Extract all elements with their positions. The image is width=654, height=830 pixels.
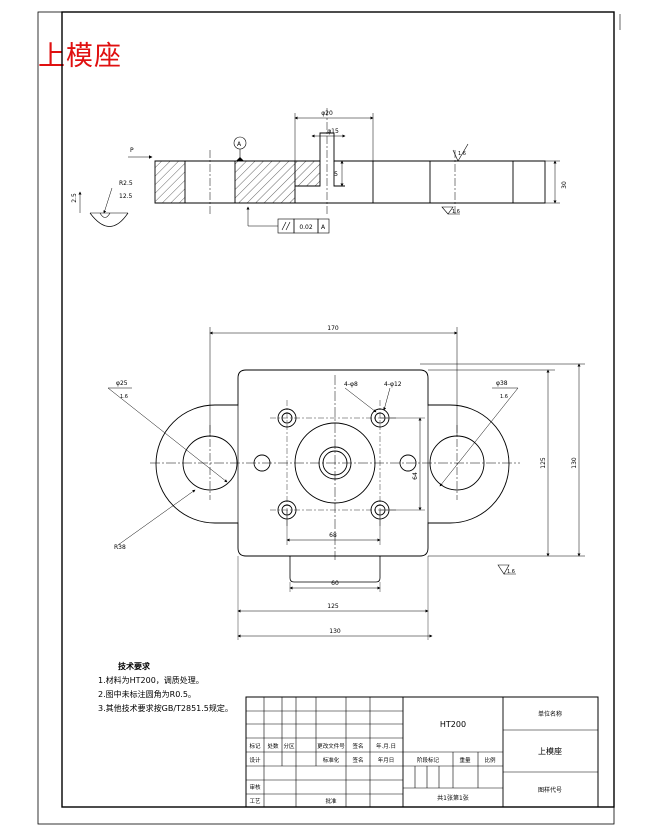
dim-dia25: φ25: [116, 380, 128, 387]
dim-30: 30: [561, 181, 568, 189]
tb-part-name: 上模座: [538, 746, 562, 756]
dim-130-bottom: 130: [329, 628, 341, 635]
dim-5: 5: [334, 171, 338, 178]
leader-4dia8: [344, 387, 377, 413]
tb-h-design: 设计: [249, 756, 261, 764]
dim-groove-radius: R2.5: [119, 180, 133, 187]
leader-dia38: [439, 387, 519, 487]
tb-h-mark: 标记: [249, 742, 261, 750]
tb-h-process: 工艺: [249, 798, 261, 805]
dim-125-bottom: 125: [327, 603, 339, 610]
tech-title: 技术要求: [118, 662, 150, 671]
dim-dia38-rough: 1.6: [500, 394, 508, 400]
roughness-top: 1.6: [458, 151, 466, 157]
tech-item-1: 1.材料为HT200，调质处理。: [98, 676, 204, 685]
dim-dia20: φ20: [321, 110, 333, 117]
tb-h-change-doc: 更改文件号: [317, 742, 345, 750]
section-hatch-left: [155, 161, 185, 203]
roughness-bottom: 1.6: [452, 209, 460, 215]
tb-h-approve: 批准: [325, 797, 337, 805]
tb-h-date: 年.月.日: [376, 742, 396, 750]
dim-dia25-rough: 1.6: [120, 394, 128, 400]
tech-item-3: 3.其他技术要求按GB/T2851.5规定。: [98, 704, 233, 713]
tb-h-sign2: 签名: [352, 756, 363, 764]
tb-h-zone: 分区: [283, 742, 295, 750]
leader-4dia12: [383, 387, 391, 411]
tech-item-2: 2.图中未标注圆角为R0.5。: [98, 690, 196, 699]
plan-roughness: 1.6: [507, 569, 515, 575]
section-hatch-mid: [235, 161, 295, 203]
bottom-lug: [289, 556, 381, 583]
title-block: [245, 696, 599, 808]
tb-unit-name: 单位名称: [538, 710, 562, 718]
dim-68: 68: [329, 532, 337, 539]
section-outline: [154, 132, 546, 204]
tolerance-value: 0.02: [299, 224, 313, 231]
section-view: [78, 108, 560, 234]
dim-64: 64: [412, 472, 419, 480]
tb-h-standard: 标准化: [323, 756, 340, 764]
dim-dia38: φ38: [496, 380, 508, 387]
dim-groove-depth: 2.5: [71, 193, 78, 203]
dim-4dia8: 4-φ8: [344, 381, 358, 388]
dim-groove-width: 12.5: [119, 193, 133, 200]
datum-label: A: [237, 141, 242, 148]
tb-h-count: 处数: [267, 742, 279, 750]
section-hatch-step: [295, 161, 320, 186]
tb-h-review: 审核: [249, 783, 261, 791]
drawing-title: 上模座: [38, 41, 122, 72]
tolerance-datum: A: [321, 224, 326, 231]
tb-h-date2: 年月日: [378, 756, 395, 764]
tb-h-stage: 阶段标记: [417, 756, 440, 764]
dim-4dia12: 4-φ12: [384, 381, 402, 388]
leader-r38: [117, 489, 196, 546]
tb-h-sign: 签名: [352, 742, 363, 750]
leader-dia25: [107, 387, 228, 483]
dim-dia15: φ15: [327, 128, 339, 135]
dim-130-right: 130: [571, 457, 578, 469]
plan-view: [107, 327, 585, 640]
dim-170: 170: [327, 325, 339, 332]
plate-outline: [155, 369, 510, 557]
view-marker-p: P: [130, 147, 134, 154]
tb-material: HT200: [440, 720, 466, 729]
tb-drawing-no: 图样代号: [538, 786, 562, 794]
dim-r38: R38: [114, 544, 126, 551]
tech-requirements: 技术要求 1.材料为HT200，调质处理。 2.图中未标注圆角为R0.5。 3.…: [98, 660, 233, 716]
tb-sheet-info: 共1张第1张: [437, 794, 469, 802]
tb-h-weight: 重量: [459, 756, 471, 764]
dim-125-right: 125: [540, 457, 547, 469]
tb-h-scale: 比例: [484, 756, 496, 764]
dim-60: 60: [331, 580, 339, 587]
